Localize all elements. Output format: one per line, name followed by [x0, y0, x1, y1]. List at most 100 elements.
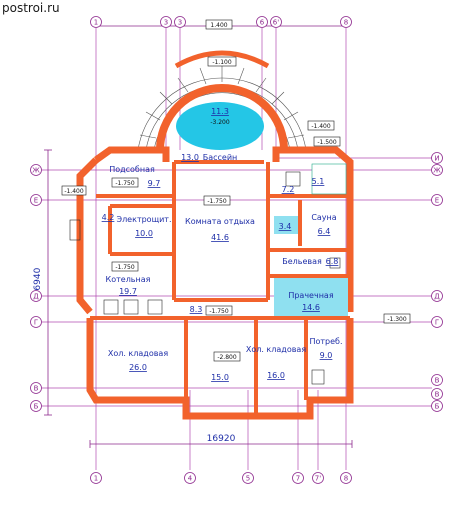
room-potreb-area: 9.0 — [320, 351, 333, 360]
level-stair-top: -1.100 — [212, 59, 232, 66]
svg-text:Д: Д — [434, 293, 440, 301]
axis-bottom-1: 4 — [184, 472, 196, 484]
room-kladovaya2-area: 16.0 — [267, 371, 285, 380]
axis-bottom-2: 5 — [242, 472, 254, 484]
svg-text:6: 6 — [260, 19, 265, 27]
svg-text:В: В — [34, 385, 39, 393]
tiled-areas — [274, 163, 348, 316]
axis-right-1: Ж — [431, 164, 443, 176]
axis-right-7: Б — [431, 400, 443, 412]
room-elektro-area: 10.0 — [135, 229, 153, 238]
room-stair15-area: 15.0 — [211, 373, 229, 382]
level-boxes — [61, 19, 411, 362]
axis-right-2: Е — [431, 194, 443, 206]
svg-text:6': 6' — [273, 19, 279, 27]
axis-right-0: И — [431, 152, 443, 164]
room-prachechnaya-area: 14.6 — [302, 303, 320, 312]
axis-right-3: Д — [431, 290, 443, 302]
svg-text:1: 1 — [94, 19, 98, 27]
axis-right-5: В — [431, 374, 443, 386]
axis-top-4: 6' — [270, 16, 282, 28]
room-kladovaya2-name: Хол. кладовая — [246, 345, 306, 354]
room-hall72-area: 7.2 — [282, 185, 295, 194]
room-kotelnaya-name: Котельная — [106, 275, 151, 284]
axis-top-5: 8 — [340, 16, 352, 28]
room-prachechnaya-name: Прачечная — [288, 291, 334, 300]
svg-text:7: 7 — [296, 475, 300, 483]
axis-bottom-4: 7' — [312, 472, 324, 484]
axis-bottom-5: 8 — [340, 472, 352, 484]
level-corridor: -1.750 — [209, 308, 229, 315]
room-corridor83-area: 8.3 — [190, 305, 203, 314]
axis-right-6: В — [431, 388, 443, 400]
axis-left-5: Б — [30, 400, 42, 412]
room-laundry-name: Бельевая — [282, 257, 322, 266]
room-51-area: 5.1 — [312, 177, 325, 186]
room-podsobnaya-area: 9.7 — [148, 179, 161, 188]
room-sauna-area: 6.4 — [318, 227, 331, 236]
svg-text:5: 5 — [246, 475, 250, 483]
pool-name: Бассейн — [203, 153, 238, 162]
fixtures — [69, 171, 341, 385]
room-shower-area: 3.4 — [279, 222, 292, 231]
axis-left-0: Ж — [30, 164, 42, 176]
svg-text:1: 1 — [94, 475, 98, 483]
axis-top-0: 1 — [90, 16, 102, 28]
svg-text:3: 3 — [164, 19, 168, 27]
svg-text:Б: Б — [34, 403, 39, 411]
svg-text:Г: Г — [34, 319, 38, 327]
room-kotelnaya-area: 19.7 — [119, 287, 137, 296]
svg-text:Ж: Ж — [32, 167, 40, 175]
level-kladovaya-step: -2.800 — [217, 354, 237, 361]
axis-bottom-0: 1 — [90, 472, 102, 484]
axis-left-2: Д — [30, 290, 42, 302]
pool-level: -3.200 — [210, 119, 230, 126]
svg-text:Е: Е — [435, 197, 439, 205]
svg-text:В: В — [435, 391, 440, 399]
axis-grid — [42, 28, 432, 470]
level-right-g: -1.300 — [387, 316, 407, 323]
svg-text:Е: Е — [34, 197, 38, 205]
level-rest-room: -1.750 — [207, 198, 227, 205]
room-kladovaya1-name: Хол. кладовая — [108, 349, 168, 358]
room-rest-name: Комната отдыха — [185, 217, 255, 226]
pool-area: 11.3 — [211, 107, 229, 116]
axis-left-1: Е — [30, 194, 42, 206]
pool-area-2: 13.0 — [181, 153, 199, 162]
axis-right-4: Г — [431, 316, 443, 328]
level-left-e: -1.400 — [64, 188, 84, 195]
room-elektro-name: Электрощит. — [116, 215, 171, 224]
svg-text:3: 3 — [178, 19, 182, 27]
svg-text:В: В — [435, 377, 440, 385]
svg-text:8: 8 — [344, 475, 348, 483]
room-small42-area: 4.2 — [102, 213, 115, 222]
axis-bottom-3: 7 — [292, 472, 304, 484]
svg-text:Ж: Ж — [433, 167, 441, 175]
room-potreb-name: Потреб. — [309, 337, 342, 346]
level-kotelnaya: -1.750 — [115, 264, 135, 271]
svg-text:Г: Г — [435, 319, 439, 327]
svg-text:4: 4 — [188, 475, 193, 483]
svg-text:8: 8 — [344, 19, 348, 27]
axis-top-2: 3 — [174, 16, 186, 28]
pool — [176, 102, 264, 150]
watermark: postroi.ru — [2, 1, 60, 15]
height-dimension: 16940 — [33, 267, 43, 296]
width-dimension: 16920 — [207, 434, 236, 444]
interior-walls — [90, 160, 350, 416]
room-laundry-area: 6.8 — [326, 257, 339, 266]
svg-text:Д: Д — [33, 293, 39, 301]
svg-text:И: И — [434, 155, 439, 163]
level-top-span: 1.400 — [210, 22, 227, 29]
upper-arc-wall — [174, 50, 270, 69]
axis-left-3: Г — [30, 316, 42, 328]
room-sauna-name: Сауна — [311, 213, 336, 222]
level-podsobnaya: -1.750 — [115, 180, 135, 187]
level-pool-right-a: -1.400 — [311, 123, 331, 130]
pool-arc-wall — [156, 84, 288, 151]
axis-top-3: 6 — [256, 16, 268, 28]
axis-top-1: 3 — [160, 16, 172, 28]
room-kladovaya1-area: 26.0 — [129, 363, 147, 372]
